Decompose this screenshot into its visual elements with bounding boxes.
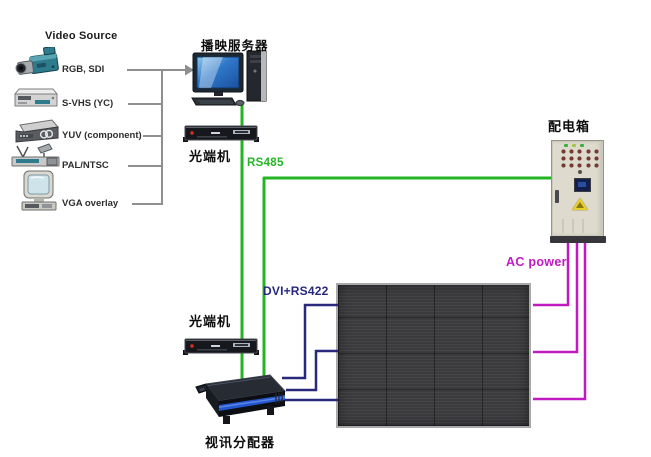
source-label-pal-ntsc: PAL/NTSC (62, 160, 109, 171)
cabinet-button (578, 170, 582, 174)
cabinet-indicator-grid (559, 150, 601, 167)
cabinet-meter-display (574, 178, 591, 192)
playback-server-label: 播映服务器 (201, 39, 269, 53)
optical-transceiver-top (183, 125, 259, 142)
cabinet-plinth (550, 236, 606, 243)
tuner-antenna-icon (11, 143, 60, 167)
vcr-icon (13, 88, 59, 107)
led-screen-panel (336, 283, 531, 428)
video-distributor-label: 视讯分配器 (205, 435, 276, 450)
power-distribution-cabinet (550, 140, 606, 244)
optical-transceiver-bottom-label: 光端机 (189, 314, 232, 329)
source-label-rgb-sdi: RGB, SDI (62, 64, 105, 75)
warning-triangle-icon (572, 198, 588, 210)
cabinet-top-indicators (564, 144, 594, 147)
dvi-rs422-link-label: DVI+RS422 (263, 284, 329, 298)
playback-server-computer (191, 50, 267, 107)
source-label-yuv: YUV (component) (62, 130, 142, 141)
power-box-label: 配电箱 (548, 119, 591, 134)
wire-dvi-1 (282, 303, 338, 380)
source-label-svhs: S-VHS (YC) (62, 98, 114, 109)
wire-dvi-2 (286, 349, 338, 392)
video-distributor-unit (195, 374, 287, 424)
cabinet-vents (562, 219, 596, 233)
optical-transceiver-top-label: 光端机 (189, 149, 232, 164)
video-source-title: Video Source (45, 30, 118, 42)
cabinet-handle (555, 190, 559, 203)
wire-ac-1 (533, 242, 570, 307)
optical-transceiver-bottom (183, 338, 259, 355)
ac-power-link-label: AC power (506, 255, 567, 269)
rs485-link-label: RS485 (247, 157, 284, 169)
desktop-computer-icon (21, 170, 57, 211)
component-player-icon (15, 119, 59, 143)
source-label-vga: VGA overlay (62, 198, 119, 209)
camcorder-icon (15, 47, 59, 75)
cabinet-body (551, 140, 604, 237)
